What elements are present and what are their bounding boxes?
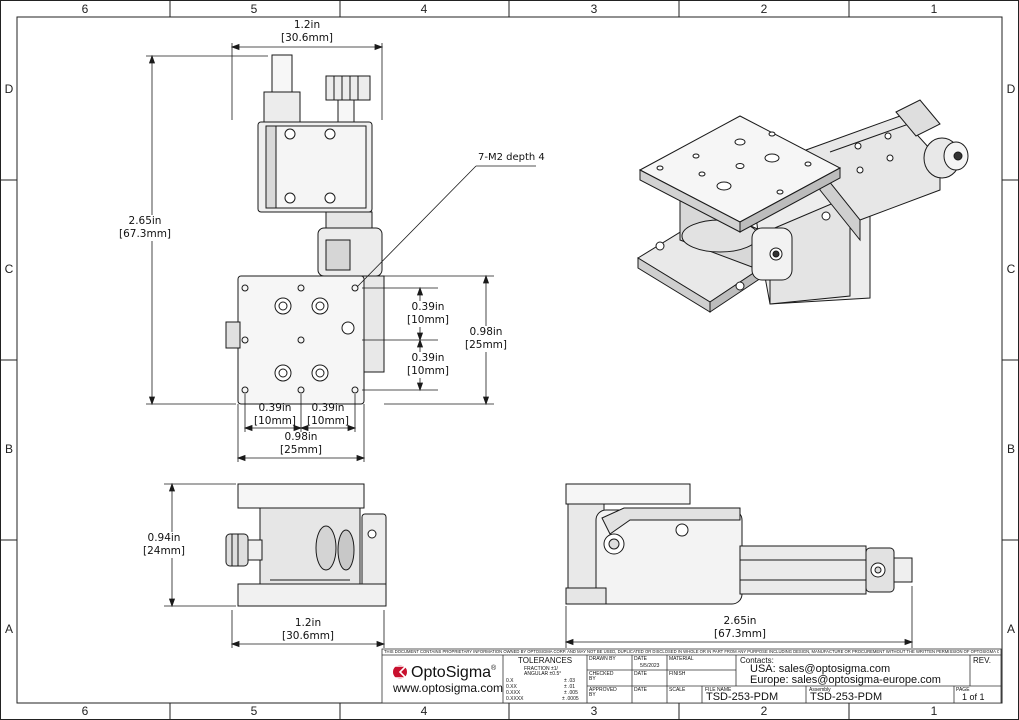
drawn-by-label: DRAWN BY xyxy=(589,656,616,662)
page-number: 1 of 1 xyxy=(962,692,985,702)
zone-col-5-top: 5 xyxy=(250,2,258,16)
zone-col-4-top: 4 xyxy=(420,2,428,16)
date-label-2: DATE xyxy=(634,671,647,677)
zone-col-5-bottom: 5 xyxy=(250,704,258,718)
tolerance-key-4: 0.XXXX xyxy=(506,696,524,702)
top-view-screws xyxy=(274,128,355,382)
checked-by-label: CHECKED BY xyxy=(589,671,614,682)
zone-col-2-bottom: 2 xyxy=(760,704,768,718)
date-label-3: DATE xyxy=(634,687,647,693)
zone-col-3-top: 3 xyxy=(590,2,598,16)
dim-pitch-h1: 0.39in[10mm] xyxy=(253,402,296,427)
scale-label: SCALE xyxy=(669,687,686,693)
hole-callout: 7-M2 depth 4 xyxy=(478,152,545,163)
contacts-label: Contacts: xyxy=(740,656,774,665)
rev-label: REV. xyxy=(973,656,991,665)
side-view xyxy=(565,483,913,605)
zone-row-d-right: D xyxy=(1006,82,1016,96)
tolerance-val-4: ± .0005 xyxy=(562,696,579,702)
title-block xyxy=(381,648,1002,704)
dim-table-height: 0.98in[25mm] xyxy=(462,326,510,352)
file-name-label: FILE NAME xyxy=(705,687,732,693)
zone-col-4-bottom: 4 xyxy=(420,704,428,718)
approved-by-label: APPROVED BY xyxy=(589,687,617,698)
page-label: PAGE xyxy=(956,687,970,693)
zone-row-a-left: A xyxy=(4,622,13,636)
zone-row-b-right: B xyxy=(1006,442,1015,456)
dim-front-height: 0.94in[24mm] xyxy=(140,532,188,558)
optosigma-logo-mark xyxy=(393,665,408,679)
dim-side-length: 2.65in[67.3mm] xyxy=(713,615,767,640)
contact-usa[interactable]: USA: sales@optosigma.com xyxy=(750,663,891,675)
tolerance-angular: ANGULAR ±0.5° xyxy=(524,671,562,677)
zone-col-3-bottom: 3 xyxy=(590,704,598,718)
date-label-1: DATE xyxy=(634,656,647,662)
isometric-table-holes xyxy=(656,131,812,195)
proprietary-notice: THIS DOCUMENT CONTAINS PROPRIETARY INFOR… xyxy=(384,650,999,654)
zone-col-1-bottom: 1 xyxy=(930,704,938,718)
zone-row-a-right: A xyxy=(1006,622,1015,636)
zone-row-c-right: C xyxy=(1006,262,1016,276)
date-value: 5/5/2023 xyxy=(640,663,660,669)
isometric-view xyxy=(637,99,969,313)
material-label: MATERIAL xyxy=(669,656,694,662)
zone-col-2-top: 2 xyxy=(760,2,768,16)
top-view-dimension-lines xyxy=(146,43,536,462)
tolerance-val-1: ± .03 xyxy=(564,678,576,684)
zone-col-6-bottom: 6 xyxy=(81,704,89,718)
tolerances-title: TOLERANCES xyxy=(518,656,573,665)
tolerance-key-1: 0.X xyxy=(506,678,514,684)
tolerance-val-3: ± .005 xyxy=(564,690,578,696)
company-website[interactable]: www.optosigma.com xyxy=(393,681,504,695)
tolerance-key-2: 0.XX xyxy=(506,684,517,690)
top-view-tapped-holes xyxy=(241,284,359,394)
company-name: OptoSigma® xyxy=(411,664,497,681)
dim-overall-height: 2.65in[67.3mm] xyxy=(110,215,180,241)
top-view xyxy=(225,54,385,405)
tolerance-val-2: ± .01 xyxy=(564,684,576,690)
assembly-name: TSD-253-PDM xyxy=(810,691,883,703)
tolerance-key-3: 0.XXX xyxy=(506,690,521,696)
tolerance-fraction: FRACTION ±1/ xyxy=(524,666,558,672)
zone-row-b-left: B xyxy=(4,442,13,456)
file-name: TSD-253-PDM xyxy=(706,691,779,703)
dim-top-width: 1.2in[30.6mm] xyxy=(280,19,334,44)
contact-europe[interactable]: Europe: sales@optosigma-europe.com xyxy=(750,674,941,686)
dim-table-width: 0.98in[25mm] xyxy=(279,431,322,456)
assembly-label: Assembly xyxy=(809,687,831,693)
dim-pitch-h2: 0.39in[10mm] xyxy=(306,402,349,427)
side-view-dimension-lines xyxy=(564,586,914,648)
front-view xyxy=(225,483,387,607)
zone-col-6-top: 6 xyxy=(81,2,89,16)
zone-col-1-top: 1 xyxy=(930,2,938,16)
dim-pitch-v2: 0.39in[10mm] xyxy=(404,352,452,378)
dim-pitch-v1: 0.39in[10mm] xyxy=(404,301,452,327)
zone-row-d-left: D xyxy=(4,82,14,96)
finish-label: FINISH xyxy=(669,671,686,677)
dim-front-width: 1.2in[30.6mm] xyxy=(281,617,335,642)
zone-row-c-left: C xyxy=(4,262,14,276)
